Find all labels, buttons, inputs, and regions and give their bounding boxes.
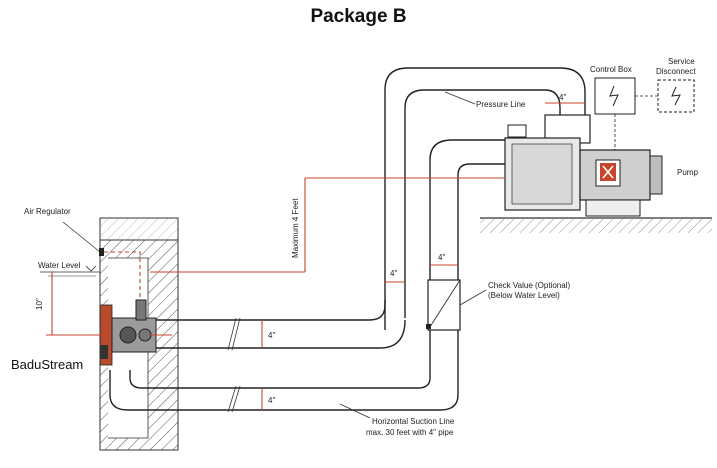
water-level-marker [40, 265, 100, 277]
pump-label: Pump [677, 168, 698, 177]
air-regulator-label: Air Regulator [24, 207, 71, 216]
pump [504, 124, 663, 217]
pressure-line-leader [444, 91, 476, 105]
ground [480, 217, 712, 233]
badustream-unit [99, 299, 157, 366]
dim-4-lower-pipe: 4" [268, 396, 275, 405]
ten-inch-label: 10" [35, 298, 44, 310]
suction-label-1: Horizontal Suction Line [372, 417, 455, 426]
check-valve-label-1: Check Value (Optional) [488, 281, 570, 290]
dim-4-pressure: 4" [559, 93, 566, 102]
suction-label-2: max. 30 feet with 4" pipe [366, 428, 454, 437]
check-valve-leader [459, 289, 487, 306]
check-valve [426, 279, 461, 331]
dimension-ticks [261, 102, 585, 410]
service-disconnect-label-2: Disconnect [656, 67, 696, 76]
diagram-title: Package B [310, 6, 407, 27]
service-disconnect-label-1: Service [668, 57, 695, 66]
suction-leader [339, 403, 371, 419]
dim-4-check: 4" [438, 253, 445, 262]
suction-line-pipe [109, 139, 510, 413]
air-line [104, 251, 141, 300]
max-height-dimension [150, 177, 505, 273]
ten-inch-dimension [46, 272, 105, 336]
control-box-label: Control Box [590, 65, 632, 74]
badustream-label: BaduStream [11, 357, 83, 372]
dim-4-upper-pipe: 4" [268, 331, 275, 340]
water-level-label: Water Level [38, 261, 81, 270]
pressure-line-label: Pressure Line [476, 100, 526, 109]
dim-4-riser: 4" [390, 269, 397, 278]
control-box [594, 77, 636, 115]
service-disconnect [635, 79, 695, 113]
air-regulator-marker [62, 221, 104, 256]
max-height-label: Maximum 4 Feet [291, 198, 300, 258]
check-valve-label-2: (Below Water Level) [488, 291, 560, 300]
